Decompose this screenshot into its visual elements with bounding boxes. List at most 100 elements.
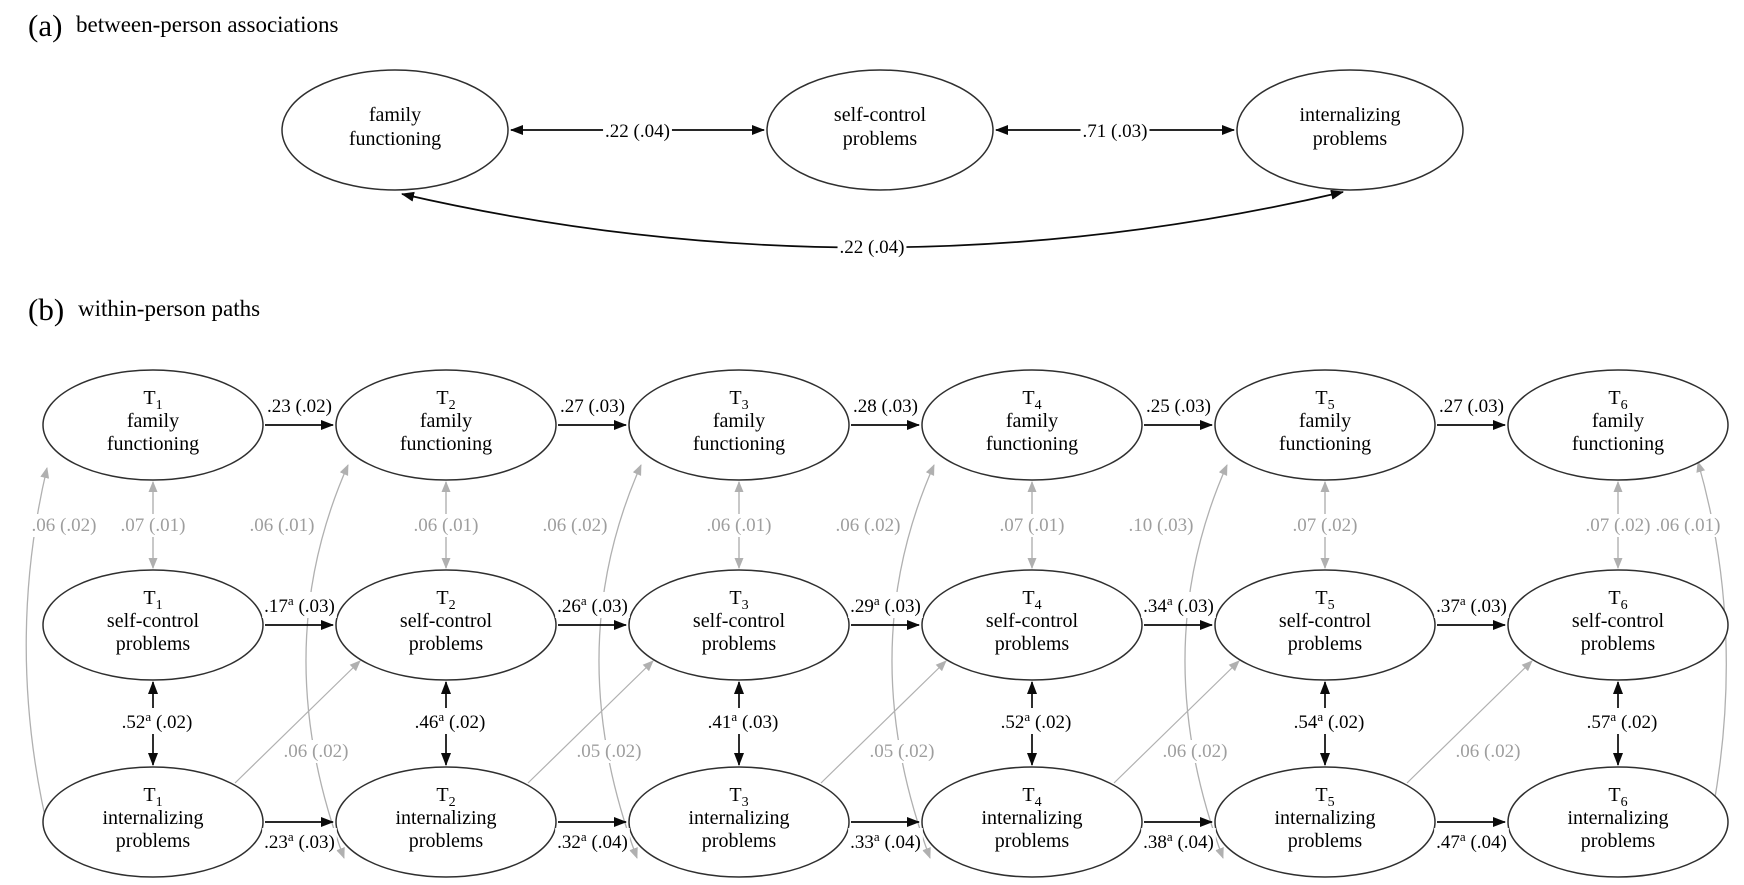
- panel-b-tag: (b): [28, 292, 64, 327]
- cov-coef-family-internalizing-t2: .06 (.01): [250, 515, 315, 536]
- cov-coef-family-internalizing-t6-bg: [1653, 514, 1723, 537]
- corr-coef-family-internalizing: .22 (.04): [840, 237, 905, 258]
- node-label-line: functioning: [986, 433, 1078, 455]
- ar-coef-family-functioning-t5-t6-bg: [1437, 395, 1506, 418]
- node-time-label: T6: [1608, 784, 1627, 810]
- ar-coef-family-functioning-t4-t5-bg: [1144, 395, 1213, 418]
- cov-family-internalizing-t5: [1184, 464, 1228, 859]
- node-label-line: problems: [1288, 830, 1363, 852]
- node-label-line: internalizing: [102, 807, 203, 829]
- ar-coef-self-control-problems-t1-t2: .17a (.03): [264, 593, 335, 617]
- ar-coef-family-functioning-t1-t2-bg: [265, 395, 334, 418]
- node-label-line: functioning: [693, 433, 785, 455]
- cov-coef-selfcontrol-internalizing-t1-bg: [119, 708, 195, 734]
- node-label-line: problems: [995, 830, 1070, 852]
- node-label-line: self-control: [834, 104, 927, 126]
- cov-coef-selfcontrol-internalizing-t6-bg: [1584, 708, 1660, 734]
- crosslag-internalizing-t4-selfcontrol-t5: [1113, 660, 1240, 784]
- crosslag-coef-internalizing-t5-selfcontrol-t6: .06 (.02): [1456, 741, 1521, 762]
- node-label-line: problems: [702, 633, 777, 655]
- node-label-line: problems: [1581, 830, 1656, 852]
- ellipse: [281, 69, 509, 191]
- ar-coef-family-functioning-t2-t3: .27 (.03): [560, 396, 625, 417]
- ellipse: [1214, 569, 1436, 681]
- ar-coef-family-functioning-t3-t4-bg: [851, 395, 920, 418]
- node-label-line: problems: [702, 830, 777, 852]
- node-label-line: family: [1006, 410, 1058, 432]
- ellipse: [1507, 569, 1729, 681]
- ar-coef-self-control-problems-t4-t5-bg: [1141, 592, 1216, 618]
- corr-coef-family-internalizing-bg: [837, 236, 907, 259]
- cov-coef-family-selfcontrol-t1-bg: [118, 514, 188, 537]
- node-label-line: functioning: [107, 433, 199, 455]
- ar-coef-internalizing-problems-t3-t4: .33a (.04): [850, 829, 921, 853]
- crosslag-coef-internalizing-t2-selfcontrol-t3-bg: [574, 740, 644, 763]
- node-label-line: self-control: [693, 610, 786, 632]
- ar-coef-internalizing-problems-t5-t6-bg: [1434, 828, 1509, 854]
- cov-coef-family-internalizing-t3: .06 (.02): [543, 515, 608, 536]
- ar-coef-internalizing-problems-t4-t5: .38a (.04): [1143, 829, 1214, 853]
- cov-coef-family-internalizing-t6: .06 (.01): [1656, 515, 1721, 536]
- ar-coef-self-control-problems-t2-t3: .26a (.03): [557, 593, 628, 617]
- panel-a: familyfunctioningself-controlproblemsint…: [281, 69, 1464, 259]
- cov-coef-family-selfcontrol-t5-bg: [1290, 514, 1360, 537]
- ar-coef-family-functioning-t4-t5: .25 (.03): [1146, 396, 1211, 417]
- ar-coef-self-control-problems-t2-t3-bg: [555, 592, 630, 618]
- ar-coef-self-control-problems-t5-t6: .37a (.03): [1436, 593, 1507, 617]
- node-label-line: internalizing: [395, 807, 496, 829]
- node-label-line: problems: [1313, 128, 1388, 150]
- node-time-label: T4: [1022, 387, 1041, 413]
- cov-coef-family-selfcontrol-t1: .07 (.01): [121, 515, 186, 536]
- node-label-line: problems: [995, 633, 1070, 655]
- node-time-label: T1: [143, 784, 162, 810]
- cov-coef-family-internalizing-t2-bg: [247, 514, 317, 537]
- node-time-label: T3: [729, 387, 748, 413]
- cov-coef-family-selfcontrol-t6-bg: [1583, 514, 1653, 537]
- node-label-line: problems: [843, 128, 918, 150]
- cov-coef-selfcontrol-internalizing-t3-bg: [705, 708, 781, 734]
- cov-coef-family-selfcontrol-t2-bg: [411, 514, 481, 537]
- panel-a-tag: (a): [28, 8, 62, 43]
- crosslag-internalizing-t1-selfcontrol-t2: [234, 660, 361, 784]
- node-time-label: T6: [1608, 387, 1627, 413]
- ellipse: [1236, 69, 1464, 191]
- ar-coef-family-functioning-t2-t3-bg: [558, 395, 627, 418]
- node-label-line: self-control: [986, 610, 1079, 632]
- ellipse: [335, 569, 557, 681]
- cov-coef-selfcontrol-internalizing-t2: .46a (.02): [415, 709, 486, 733]
- cov-coef-family-selfcontrol-t3-bg: [704, 514, 774, 537]
- node-time-label: T6: [1608, 587, 1627, 613]
- cov-coef-family-selfcontrol-t6: .07 (.02): [1586, 515, 1651, 536]
- node-time-label: T4: [1022, 784, 1041, 810]
- ellipse: [42, 569, 264, 681]
- cov-family-internalizing-t3: [598, 464, 642, 859]
- cov-coef-family-selfcontrol-t2: .06 (.01): [414, 515, 479, 536]
- node-time-label: T5: [1315, 784, 1334, 810]
- cov-coef-family-selfcontrol-t5: .07 (.02): [1293, 515, 1358, 536]
- ellipse: [921, 369, 1143, 481]
- ellipse: [42, 369, 264, 481]
- node-time-label: T2: [436, 784, 455, 810]
- node-label-line: internalizing: [1567, 807, 1668, 829]
- node-label-line: functioning: [400, 433, 492, 455]
- node-label-line: internalizing: [1299, 104, 1400, 126]
- node-label-line: problems: [1581, 633, 1656, 655]
- node-time-label: T2: [436, 387, 455, 413]
- node-label-line: internalizing: [981, 807, 1082, 829]
- ar-coef-internalizing-problems-t2-t3: .32a (.04): [557, 829, 628, 853]
- cov-coef-selfcontrol-internalizing-t6: .57a (.02): [1587, 709, 1658, 733]
- ar-coef-internalizing-problems-t4-t5-bg: [1141, 828, 1216, 854]
- node-time-label: T4: [1022, 587, 1041, 613]
